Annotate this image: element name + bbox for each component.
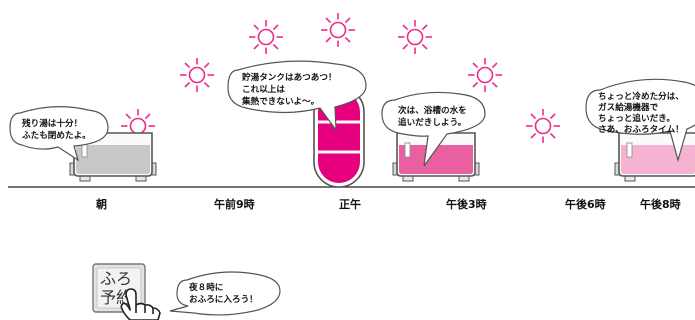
button-label: ふろ: [100, 269, 132, 288]
speech-bubble-afternoon: 次は、浴槽の水を 追いだきしよう。: [381, 91, 486, 167]
bathtub-icon: [69, 132, 157, 182]
time-label: 午前9時: [214, 197, 255, 211]
bubble-line: おふろに入ろう！: [189, 294, 258, 305]
time-label: 午後8時: [640, 197, 681, 211]
speech-bubble-noon: 貯湯タンクはあつあつ！ これ以上は 集熱できないよ～。: [227, 60, 367, 132]
pointing-hand-icon: [120, 288, 161, 320]
time-label: 朝: [96, 197, 107, 211]
time-label: 午後3時: [446, 197, 487, 211]
sun-icon: [320, 12, 356, 48]
speech-bubble-morning: 残り湯は十分！ ふたも閉めたよ。: [9, 106, 109, 162]
time-label: 午後6時: [565, 197, 606, 211]
bubble-line: 残り湯は十分！: [22, 117, 82, 129]
bubble-line: ちょっと冷めた分は、: [598, 90, 684, 102]
bubble-line: 次は、浴槽の水を: [398, 104, 467, 116]
bubble-line: ふたも閉めたよ。: [22, 130, 91, 141]
time-label: 正午: [339, 197, 361, 211]
bubble-line: ちょっと追いだき。: [598, 112, 675, 124]
bubble-line: ガス給湯機器で: [598, 101, 659, 113]
sun-icon: [467, 57, 503, 93]
bubble-line: 集熱できないよ～。: [241, 95, 319, 107]
speech-bubble-reservation: 夜８時に おふろに入ろう！: [169, 271, 281, 316]
bathtub-icon: [392, 132, 480, 182]
sun-icon: [179, 57, 215, 93]
sun-icon: [525, 108, 561, 144]
bubble-line: 貯湯タンクはあつあつ！: [242, 71, 337, 83]
bubble-line: さあ、おふろタイム！: [598, 123, 684, 135]
bubble-line: 夜８時に: [188, 281, 223, 293]
sun-icon: [397, 19, 433, 55]
sun-icon: [248, 19, 284, 55]
speech-bubble-evening: ちょっと冷めた分は、 ガス給湯機器で ちょっと追いだき。 さあ、おふろタイム！: [585, 78, 695, 163]
bubble-line: これ以上は: [242, 83, 285, 95]
bubble-line: 追いだきしよう。: [398, 116, 466, 128]
